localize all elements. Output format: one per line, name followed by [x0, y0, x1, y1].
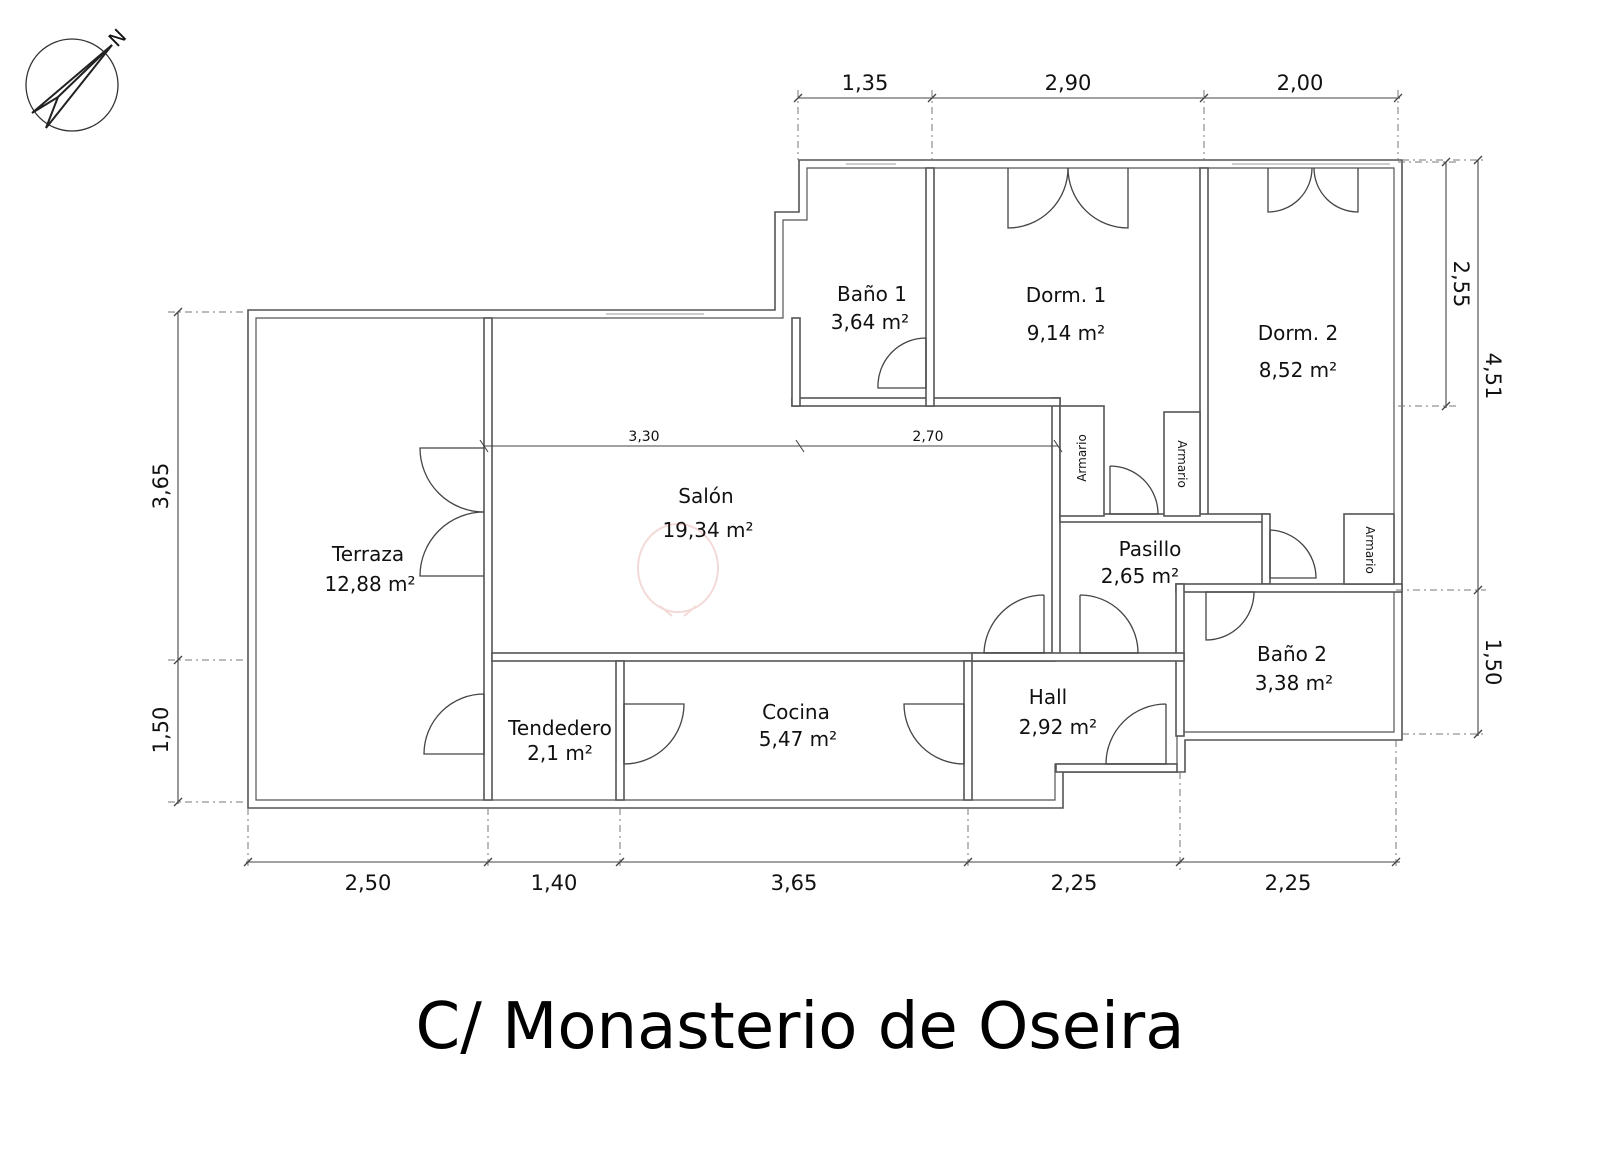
room-area-salon: 19,34 m² — [662, 518, 753, 542]
room-name-pasillo: Pasillo — [1119, 537, 1182, 561]
room-name-bano-2: Baño 2 — [1257, 642, 1327, 666]
doors — [419, 167, 1359, 765]
dimension-lines — [168, 90, 1486, 870]
dim-top-1: 1,35 — [842, 71, 889, 95]
closet-label-1: Armario — [1075, 434, 1089, 482]
north-arrow-icon: N — [25, 24, 131, 132]
closet-label-2: Armario — [1175, 440, 1189, 488]
dim-top-3: 2,00 — [1277, 71, 1324, 95]
room-area-dorm-1: 9,14 m² — [1027, 321, 1105, 345]
dim-bottom-1: 2,50 — [345, 871, 392, 895]
dim-bottom-3: 3,65 — [771, 871, 818, 895]
room-name-dorm-2: Dorm. 2 — [1258, 321, 1338, 345]
room-name-hall: Hall — [1029, 685, 1067, 709]
room-name-cocina: Cocina — [762, 700, 830, 724]
room-area-dorm-2: 8,52 m² — [1259, 358, 1337, 382]
room-name-salon: Salón — [678, 484, 733, 508]
walls — [247, 159, 1403, 809]
room-area-bano-2: 3,38 m² — [1255, 671, 1333, 695]
dim-bottom-4: 2,25 — [1051, 871, 1098, 895]
room-labels: Baño 1 3,64 m² Dorm. 1 9,14 m² Dorm. 2 8… — [324, 282, 1338, 765]
closet-labels: Armario Armario Armario — [1075, 434, 1377, 574]
balloon-watermark-icon — [637, 523, 719, 617]
room-area-terraza: 12,88 m² — [324, 572, 415, 596]
dim-salon-1: 3,30 — [628, 429, 659, 445]
street-name: C/ Monasterio de Oseira — [415, 990, 1185, 1064]
dim-right-outer-2: 1,50 — [1481, 639, 1505, 686]
room-name-bano-1: Baño 1 — [837, 282, 907, 306]
room-area-cocina: 5,47 m² — [759, 727, 837, 751]
room-area-bano-1: 3,64 m² — [831, 310, 909, 334]
room-name-terraza: Terraza — [331, 542, 404, 566]
dim-bottom-5: 2,25 — [1265, 871, 1312, 895]
dimension-labels: 1,35 2,90 2,00 2,50 1,40 3,65 2,25 2,25 … — [149, 71, 1505, 895]
room-name-dorm-1: Dorm. 1 — [1026, 283, 1106, 307]
dim-left-2: 1,50 — [149, 707, 173, 754]
dim-salon-2: 2,70 — [912, 429, 943, 445]
dim-top-2: 2,90 — [1045, 71, 1092, 95]
dim-left-1: 3,65 — [149, 463, 173, 510]
dim-bottom-2: 1,40 — [531, 871, 578, 895]
room-name-tendedero: Tendedero — [507, 716, 612, 740]
room-area-pasillo: 2,65 m² — [1101, 564, 1179, 588]
room-area-hall: 2,92 m² — [1019, 715, 1097, 739]
dim-right-outer-1: 4,51 — [1481, 353, 1505, 400]
room-area-tendedero: 2,1 m² — [527, 741, 593, 765]
dim-right-inner: 2,55 — [1449, 261, 1473, 308]
closet-label-3: Armario — [1363, 526, 1377, 574]
